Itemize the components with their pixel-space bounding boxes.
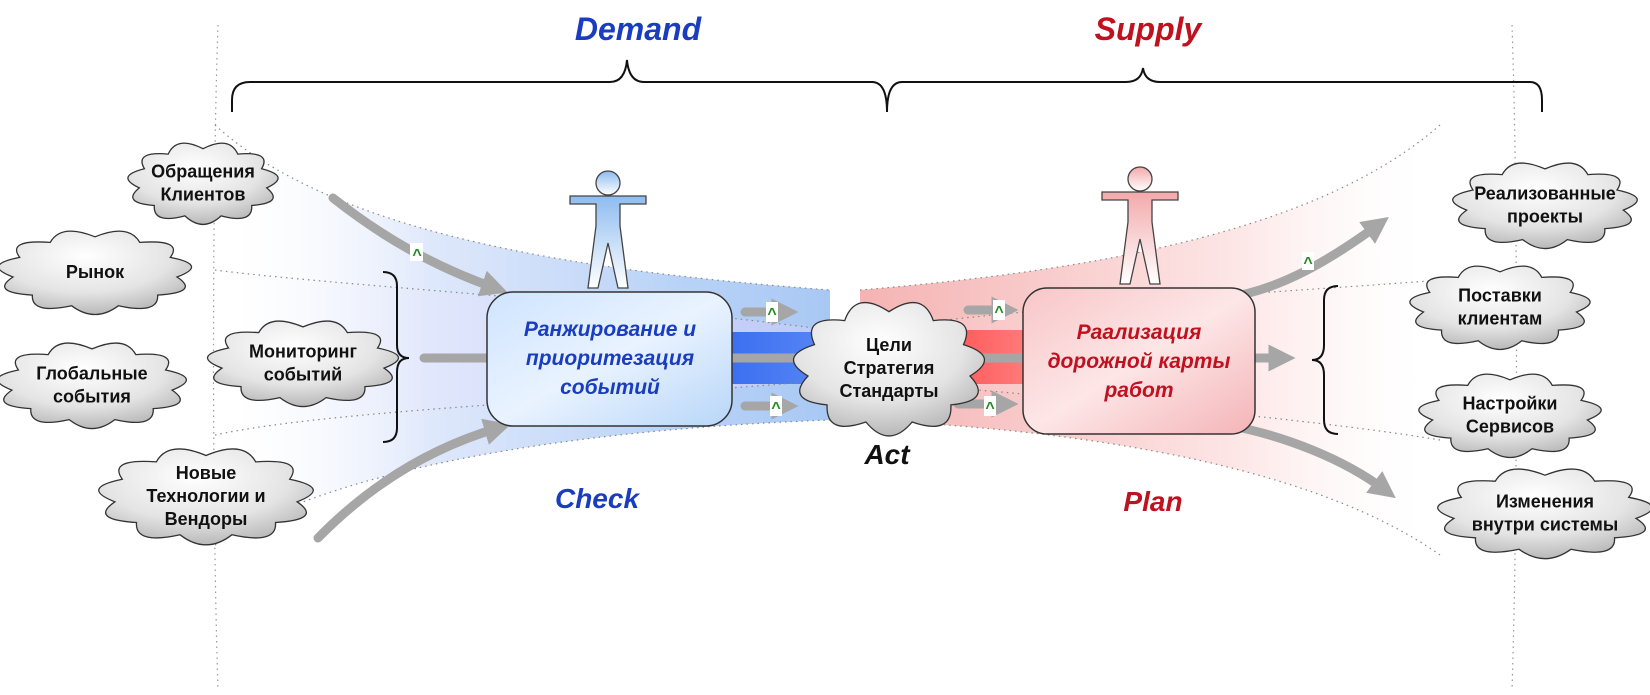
cloud-shape — [1452, 162, 1638, 250]
cloud-label-line: события — [53, 387, 131, 407]
arrow-tech-to-check — [313, 418, 511, 543]
cloud-label-line: Поставки — [1458, 286, 1542, 306]
cloud-customer-deliveries[interactable]: Поставки клиентам — [1409, 265, 1591, 351]
check-process-box[interactable]: Ранжирование и приоритезация событий — [486, 291, 733, 427]
tick-icon: ^ — [1303, 255, 1312, 272]
cloud-event-monitoring[interactable]: Мониторинг событий — [207, 320, 399, 408]
cloud-label-line: Реализованные — [1474, 184, 1616, 204]
cloud-label-line: Глобальные — [36, 364, 147, 384]
right-boundary-line — [1511, 24, 1518, 691]
cloud-label-line: Стратегия — [844, 358, 935, 378]
supply-funnel-bottom-edge — [859, 419, 1441, 556]
cloud-shape — [1418, 373, 1602, 459]
cloud-label-line: Цели — [866, 335, 912, 355]
cloud-label-line: Технологии и — [146, 486, 265, 506]
plan-box-line-1: Раализация — [1077, 321, 1202, 344]
cloud-internal-changes[interactable]: Изменения внутри системы — [1437, 468, 1650, 560]
cloud-label-line: Настройки — [1463, 394, 1558, 414]
cloud-label-line: Сервисов — [1466, 417, 1554, 437]
cloud-completed-projects[interactable]: Реализованные проекты — [1452, 162, 1638, 250]
plan-phase-label: Plan — [1123, 486, 1182, 517]
tick-icon: ^ — [985, 400, 994, 417]
cloud-shape — [1437, 468, 1650, 560]
cloud-global-events[interactable]: Глобальные события — [0, 342, 187, 430]
cloud-label-line: Обращения — [151, 162, 255, 182]
tick-icon: ^ — [412, 247, 421, 264]
tick-bg — [410, 243, 423, 261]
plan-box-line-2: дорожной карты — [1048, 350, 1231, 373]
person-icon-demand — [569, 170, 647, 289]
cloud-shape — [98, 448, 314, 546]
cloud-label-line: проекты — [1507, 207, 1583, 227]
check-box-line-3: событий — [560, 376, 660, 399]
cloud-label-line: событий — [264, 365, 342, 385]
left-boundary-line — [212, 24, 219, 691]
cloud-shape — [207, 320, 399, 408]
cloud-label-line: Вендоры — [165, 509, 248, 529]
tick-marks: ^ ^ ^ ^ ^ ^ — [410, 243, 1314, 417]
check-box-line-1: Ранжирование и — [524, 318, 696, 341]
left-input-brace — [382, 271, 410, 443]
tick-icon: ^ — [994, 304, 1003, 321]
cloud-label-line: клиентам — [1458, 309, 1543, 329]
top-brace — [231, 59, 1543, 113]
cloud-label-line: Рынок — [66, 262, 125, 282]
plan-process-box[interactable]: Раализация дорожной карты работ — [1022, 287, 1256, 435]
right-output-brace — [1311, 285, 1339, 435]
tick-icon: ^ — [771, 400, 780, 417]
plan-box-line-3: работ — [1103, 379, 1173, 402]
cloud-label-line: Новые — [176, 463, 236, 483]
cloud-shape — [127, 142, 279, 226]
cloud-shape — [793, 301, 985, 437]
cloud-label-line: внутри системы — [1472, 515, 1618, 535]
person-icon-supply — [1101, 166, 1179, 285]
cloud-label-line: Клиентов — [160, 185, 245, 205]
cloud-label-line: Стандарты — [839, 381, 938, 401]
act-phase-label: Act — [863, 439, 911, 470]
cloud-market[interactable]: Рынок — [0, 230, 193, 316]
demand-funnel-top-edge — [214, 124, 831, 291]
cloud-shape — [1409, 265, 1591, 351]
supply-header: Supply — [1095, 11, 1204, 47]
tick-bg — [1302, 252, 1314, 270]
tick-bg — [984, 396, 996, 416]
tick-icon: ^ — [767, 306, 776, 323]
cloud-shape — [0, 342, 187, 430]
check-phase-label: Check — [555, 483, 640, 514]
cloud-label-line: Мониторинг — [249, 342, 357, 362]
arrow-requests-to-check — [328, 193, 508, 297]
tick-bg — [993, 300, 1005, 320]
supply-funnel-top-edge — [859, 124, 1441, 291]
tick-bg — [770, 396, 782, 416]
cloud-label-line: Изменения — [1496, 492, 1594, 512]
tick-bg — [766, 302, 778, 322]
check-box-line-2: приоритезация — [526, 347, 694, 370]
cloud-shape — [0, 230, 193, 316]
demand-header: Demand — [575, 11, 703, 47]
